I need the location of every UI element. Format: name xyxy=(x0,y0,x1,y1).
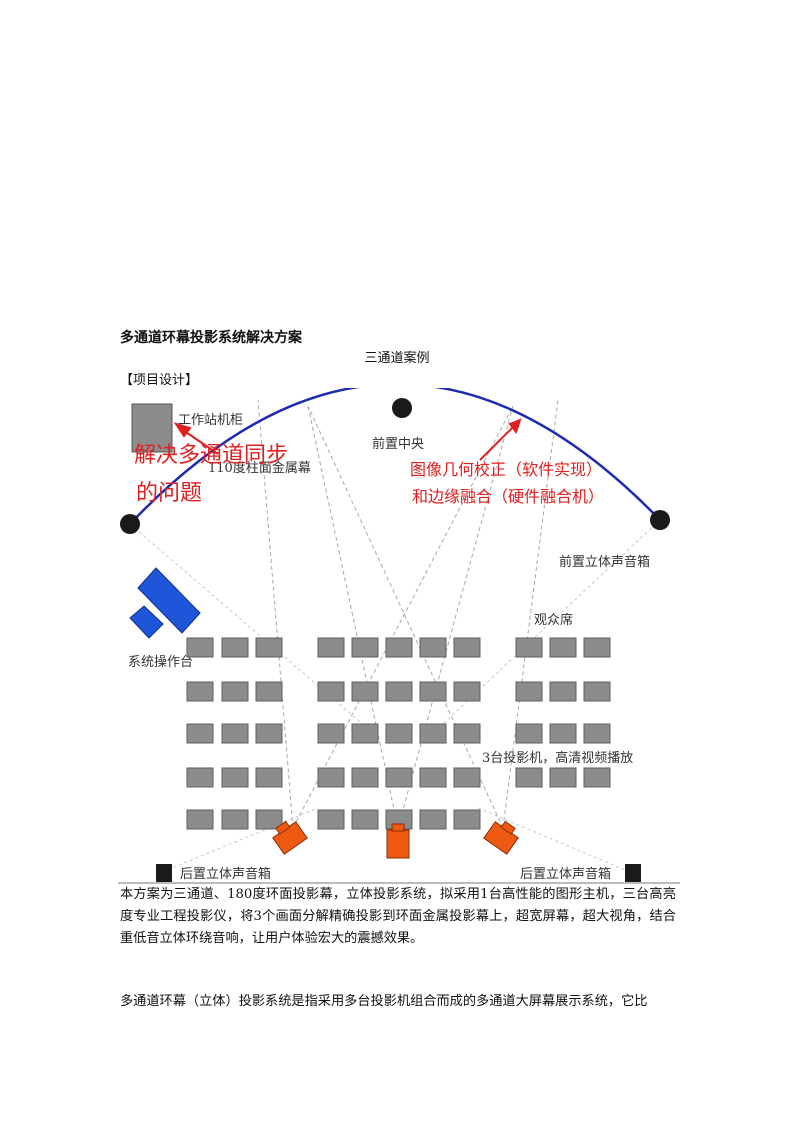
label-screen: 110度柱面金属幕 xyxy=(208,460,311,476)
screen-arc xyxy=(129,388,661,525)
rear-speaker-right xyxy=(625,864,641,882)
projector-right-icon xyxy=(483,820,519,855)
annotation-correction-line1: 图像几何校正（软件实现） xyxy=(410,460,602,479)
annotation-sync-line2: 的问题 xyxy=(136,481,202,506)
speaker-left-dot xyxy=(120,514,140,534)
audience-seats xyxy=(186,637,611,830)
projector-left-icon xyxy=(272,820,308,855)
label-workstation: 工作站机柜 xyxy=(178,413,243,428)
projection-beams xyxy=(257,399,559,829)
paragraph-definition: 多通道环幕（立体）投影系统是指采用多台投影机组合而成的多通道大屏幕展示系统，它比 xyxy=(120,994,648,1009)
projector-center-icon xyxy=(386,823,410,859)
speaker-right-dot xyxy=(650,510,670,530)
workstation-cabinet xyxy=(131,403,173,453)
label-projectors: 3台投影机，高清视频播放 xyxy=(482,750,633,766)
label-console: 系统操作台 xyxy=(128,654,193,670)
projection-layout-diagram: 工作站机柜 110度柱面金属幕 前置中央 前置立体声音箱 观众席 系统操作台 3… xyxy=(118,388,680,884)
case-title: 三通道案例 xyxy=(364,351,430,366)
console-icon xyxy=(129,567,201,639)
speaker-center-dot xyxy=(392,398,412,418)
label-rear-right: 后置立体声音箱 xyxy=(520,866,611,882)
annotation-sync-line1: 解决多通道同步 xyxy=(134,443,288,468)
label-front-speaker: 前置立体声音箱 xyxy=(559,554,650,570)
label-audience: 观众席 xyxy=(534,612,573,628)
paragraph-scheme: 本方案为三通道、180度环面投影幕，立体投影系统，拟采用1台高性能的图形主机，三… xyxy=(120,887,676,946)
label-front-center: 前置中央 xyxy=(372,436,424,452)
label-rear-left: 后置立体声音箱 xyxy=(180,866,271,882)
section-heading: 【项目设计】 xyxy=(120,373,199,388)
annotation-arrows xyxy=(173,418,522,461)
document-title: 多通道环幕投影系统解决方案 xyxy=(120,330,302,346)
rear-speaker-left xyxy=(156,864,172,882)
annotation-correction-line2: 和边缘融合（硬件融合机） xyxy=(412,487,604,506)
